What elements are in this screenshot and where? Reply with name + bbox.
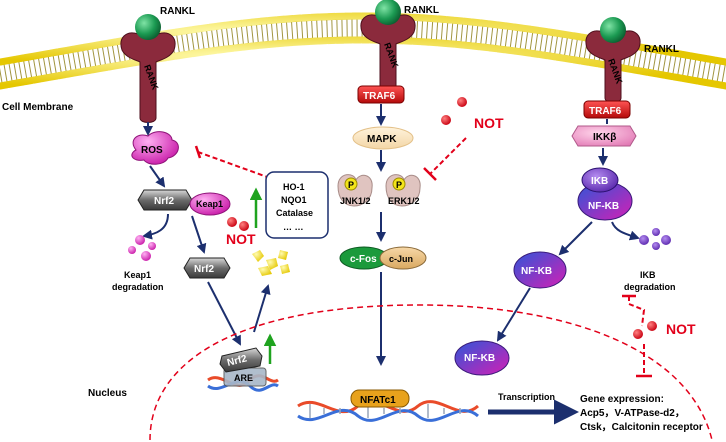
arrow-keap1-release (142, 213, 169, 240)
enzyme-fragments (252, 250, 290, 276)
nfatc1-label: NFATc1 (360, 395, 396, 406)
compound-dot-right-2 (647, 321, 657, 331)
ikb-label: IKB (591, 176, 608, 187)
compound-dot-center-1 (441, 115, 451, 125)
compound-dot-right-1 (633, 329, 643, 339)
nqo1-label: NQO1 (281, 195, 307, 205)
arrow-ros-to-nrf2 (149, 165, 166, 188)
phospho-jnk (344, 177, 358, 191)
traf6-label-right: TRAF6 (589, 106, 622, 117)
ros-blob (131, 131, 179, 165)
compound-dot-left-1 (227, 217, 237, 227)
phospho-erk-label: P (396, 180, 402, 190)
cfos-label: c-Fos (350, 254, 377, 265)
keap1-degradation-label-1: Keap1 (124, 270, 151, 280)
inhibit-enzymes-to-ros (197, 151, 271, 179)
ikb-degradation-label-1: IKB (640, 270, 656, 280)
nucleus-envelope (149, 304, 713, 441)
nfatc1-node (350, 389, 410, 408)
antioxidant-enzymes-box (265, 171, 329, 239)
jnk-label: JNK1/2 (340, 196, 371, 206)
nfkb-nuclear (454, 340, 510, 376)
arrow-nrf2-release (191, 215, 207, 254)
phospho-erk (392, 177, 406, 191)
ros-label: ROS (141, 145, 163, 156)
inhibit-bar-ros (194, 145, 202, 159)
ho1-label: HO-1 (283, 182, 305, 192)
nrf2-nuclear (219, 347, 263, 373)
transcription-label: Transcription (498, 392, 555, 402)
gene-list-line1: Acp5，V-ATPase-d2， (580, 408, 685, 419)
arrow-nfkb-release (558, 221, 593, 256)
ikb-degradation-fragments (639, 228, 671, 250)
nrf2-label-mid: Nrf2 (194, 264, 214, 275)
nrf2-keap1-complex (137, 189, 231, 216)
erk-label: ERK1/2 (388, 196, 420, 206)
not-label-right: NOT (666, 321, 696, 337)
phospho-jnk-label: P (348, 180, 354, 190)
rankl-label-right: RANKL (644, 44, 679, 55)
ap1-complex (339, 246, 427, 270)
keap1-label: Keap1 (196, 199, 223, 209)
nfkb-free (513, 251, 567, 289)
ikkb-node (571, 125, 637, 147)
traf6-right (583, 100, 631, 119)
compound-dot-left-2 (239, 221, 249, 231)
arrow-nfkb-to-nucleus (496, 287, 531, 342)
traf6-label-center: TRAF6 (363, 91, 396, 102)
nrf2-label-top: Nrf2 (154, 196, 174, 207)
inhibit-bar-erk (423, 167, 437, 181)
not-label-left: NOT (226, 231, 256, 247)
mapk-node (352, 126, 414, 150)
rankl-ligand-left (135, 14, 161, 40)
arrow-ikb-release (611, 221, 640, 241)
are-label: ARE (234, 373, 253, 383)
keap1-degradation-label-2: degradation (112, 282, 164, 292)
mapk-label: MAPK (367, 134, 397, 145)
gene-list-line2: Ctsk，Calcitonin receptor (580, 422, 703, 433)
compound-dot-center-2 (457, 97, 467, 107)
nfkb-complex-label: NF-KB (588, 201, 619, 212)
keap1-degradation-fragments (128, 235, 156, 261)
ikb-degradation-label-2: degradation (624, 282, 676, 292)
catalase-label: Catalase (276, 208, 313, 218)
rankl-label-center: RANKL (404, 5, 439, 16)
traf6-center (357, 85, 405, 104)
inhibit-compound-to-erk (429, 137, 467, 175)
arrow-are-to-enzymes (253, 284, 271, 333)
nrf2-label-nucleus: Nrf2 (226, 353, 248, 369)
nrf2-free (183, 257, 231, 279)
cjun-label: c-Jun (389, 254, 413, 264)
ikb-nfkb-complex (577, 167, 633, 221)
gene-expression-title: Gene expression: (580, 394, 664, 405)
ikkb-label: IKKβ (593, 132, 616, 143)
rankl-ligand-center (375, 0, 401, 25)
nfkb-label-nucleus: NF-KB (464, 353, 495, 364)
ellipsis-label: … … (283, 222, 304, 232)
inhibit-compound-to-ikb-degradation (628, 296, 646, 327)
nfkb-label-mid: NF-KB (521, 266, 552, 277)
rankl-label-left: RANKL (160, 6, 195, 17)
rankl-ligand-right (600, 17, 626, 43)
nucleus-label: Nucleus (88, 388, 127, 399)
not-label-center: NOT (474, 115, 504, 131)
cell-membrane-label: Cell Membrane (2, 102, 74, 113)
